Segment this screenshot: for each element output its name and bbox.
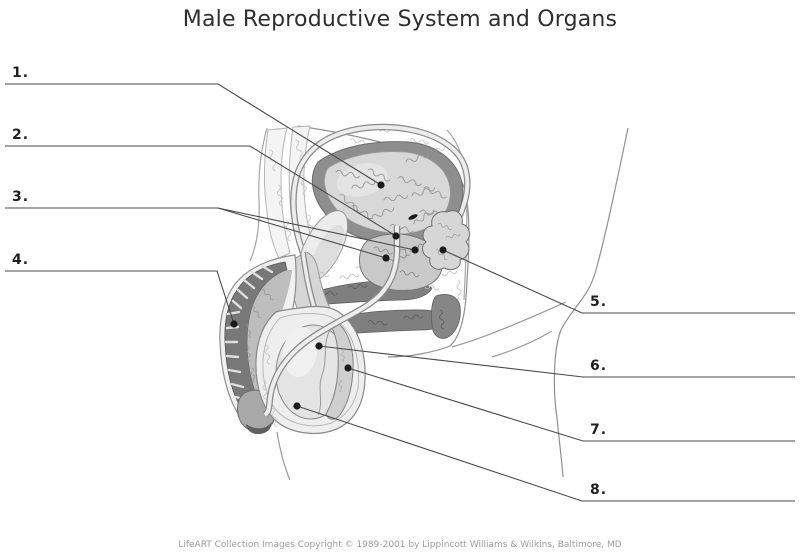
pointer-dot-6 bbox=[315, 342, 323, 350]
page-title: Male Reproductive System and Organs bbox=[182, 7, 618, 32]
answer-line-1 bbox=[5, 83, 382, 186]
answer-line-7 bbox=[347, 367, 795, 442]
answer-line-4 bbox=[5, 270, 235, 325]
label-number-4: 4. bbox=[12, 252, 30, 268]
pointer-dot-3a bbox=[411, 246, 419, 254]
ureteral-opening bbox=[408, 214, 418, 220]
answer-line-5 bbox=[442, 249, 795, 314]
urethra bbox=[262, 226, 401, 418]
pointer-dot-1 bbox=[377, 181, 385, 189]
answer-line-2 bbox=[5, 145, 397, 237]
pointer-dot-2 bbox=[392, 232, 400, 240]
answer-line-6 bbox=[318, 345, 795, 378]
prostate bbox=[359, 233, 443, 291]
label-number-5: 5. bbox=[590, 294, 608, 310]
scrotum bbox=[255, 305, 366, 435]
pointer-dot-3b bbox=[382, 254, 390, 262]
bladder bbox=[311, 141, 464, 246]
copyright-text: LifeART Collection Images Copyright © 19… bbox=[178, 540, 622, 550]
pointer-dot-7 bbox=[344, 364, 352, 372]
label-number-1: 1. bbox=[12, 65, 30, 81]
vas-deferens bbox=[290, 123, 471, 255]
label-number-3: 3. bbox=[12, 189, 30, 205]
pointer-dot-8 bbox=[293, 402, 301, 410]
label-number-7: 7. bbox=[590, 422, 608, 438]
pointer-dot-5 bbox=[439, 246, 447, 254]
answer-line-8 bbox=[296, 405, 795, 502]
label-number-2: 2. bbox=[12, 127, 30, 143]
leader-lines bbox=[5, 83, 795, 502]
pointer-dot-4 bbox=[230, 320, 238, 328]
label-number-6: 6. bbox=[590, 358, 608, 374]
label-number-8: 8. bbox=[590, 482, 608, 498]
seminal-vesicle bbox=[422, 210, 470, 271]
